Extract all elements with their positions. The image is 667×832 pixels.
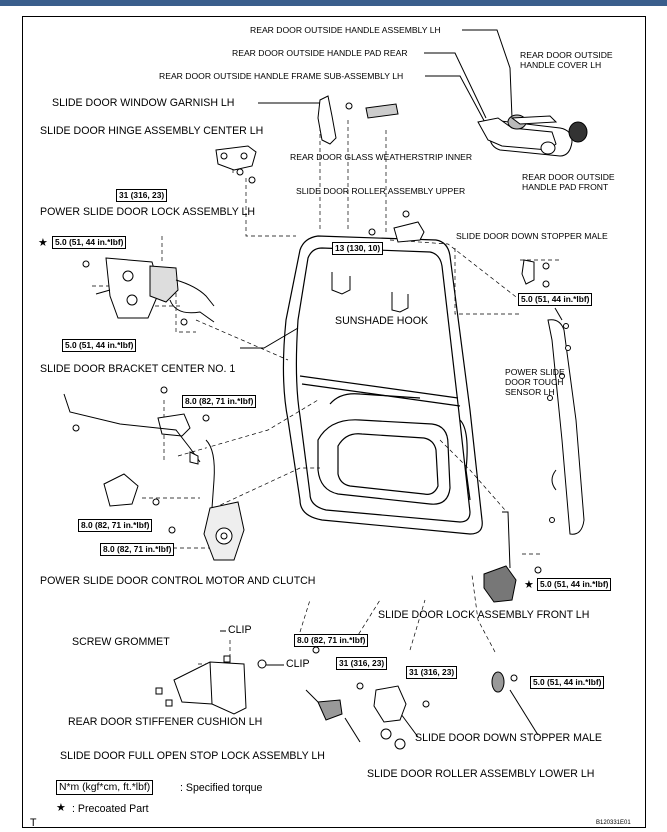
legend-star-icon: ★ [56,802,66,814]
leader-full-open-stop [344,717,361,743]
leader-bracket-center [240,327,299,349]
label-lock-front: SLIDE DOOR LOCK ASSEMBLY FRONT LH [378,609,590,621]
label-control-motor: POWER SLIDE DOOR CONTROL MOTOR AND CLUTC… [40,575,316,587]
label-stiffener-cushion: REAR DOOR STIFFENER CUSHION LH [68,716,263,728]
label-outside-handle-frame: REAR DOOR OUTSIDE HANDLE FRAME SUB-ASSEM… [159,71,404,81]
label-clip-upper: CLIP [228,624,252,636]
torque-roller-lower-2: 31 (316, 23) [406,666,458,680]
label-outside-handle-cover: REAR DOOR OUTSIDE HANDLE COVER LH [520,50,613,70]
torque-lock-front: 5.0 (51, 44 in.*lbf) [537,578,612,592]
diagram-frame [22,16,646,828]
precoated-star-icon: ★ [524,579,534,591]
label-outside-handle-pad-front: REAR DOOR OUTSIDE HANDLE PAD FRONT [522,172,615,192]
leader-handle-frame [425,75,489,129]
header-bar [0,0,667,6]
label-clip-lower: CLIP [286,658,310,670]
label-window-garnish: SLIDE DOOR WINDOW GARNISH LH [52,97,235,109]
precoated-star-icon: ★ [38,237,48,249]
label-glass-weatherstrip: REAR DOOR GLASS WEATHERSTRIP INNER [290,152,473,162]
label-full-open-stop: SLIDE DOOR FULL OPEN STOP LOCK ASSEMBLY … [60,750,325,762]
leader-handle-assy [462,29,513,119]
leader-stopper-lower [509,689,539,736]
figure-code: B120331E01 [596,820,631,826]
torque-stopper-lower: 5.0 (51, 44 in.*lbf) [530,676,605,690]
label-screw-grommet: SCREW GROMMET [72,636,170,648]
torque-stop-lock: 8.0 (82, 71 in.*lbf) [294,634,369,648]
label-hinge-center: SLIDE DOOR HINGE ASSEMBLY CENTER LH [40,125,264,137]
label-down-stopper-upper: SLIDE DOOR DOWN STOPPER MALE [456,231,608,241]
legend-star-desc: : Precoated Part [72,803,149,815]
label-roller-lower: SLIDE DOOR ROLLER ASSEMBLY LOWER LH [367,768,595,780]
corner-mark: T [30,817,37,829]
leader-pad-rear [424,52,487,119]
torque-stopper-upper: 5.0 (51, 44 in.*lbf) [518,293,593,307]
torque-motor-1: 8.0 (82, 71 in.*lbf) [78,519,153,533]
torque-lock-upper: 5.0 (51, 44 in.*lbf) [52,236,127,250]
label-outside-handle-pad-rear: REAR DOOR OUTSIDE HANDLE PAD REAR [232,48,408,58]
torque-hinge: 31 (316, 23) [116,189,168,203]
label-outside-handle-assy: REAR DOOR OUTSIDE HANDLE ASSEMBLY LH [250,25,441,35]
torque-roller-lower-1: 31 (316, 23) [336,657,388,671]
torque-lock-lower: 5.0 (51, 44 in.*lbf) [62,339,137,353]
label-down-stopper-lower: SLIDE DOOR DOWN STOPPER MALE [415,732,602,744]
label-bracket-center: SLIDE DOOR BRACKET CENTER NO. 1 [40,363,236,375]
label-touch-sensor: POWER SLIDE DOOR TOUCH SENSOR LH [505,367,565,397]
torque-bracket: 8.0 (82, 71 in.*lbf) [182,395,257,409]
label-sunshade-hook: SUNSHADE HOOK [335,315,429,327]
legend-unit-box: N*m (kgf*cm, ft.*lbf) [56,780,154,796]
label-power-lock: POWER SLIDE DOOR LOCK ASSEMBLY LH [40,206,256,218]
torque-roller-upper: 13 (130, 10) [332,242,384,256]
leader-touch-sensor [554,307,563,321]
label-roller-upper: SLIDE DOOR ROLLER ASSEMBLY UPPER [296,186,466,196]
legend-unit-desc: : Specified torque [180,782,263,794]
torque-motor-2: 8.0 (82, 71 in.*lbf) [100,543,175,557]
